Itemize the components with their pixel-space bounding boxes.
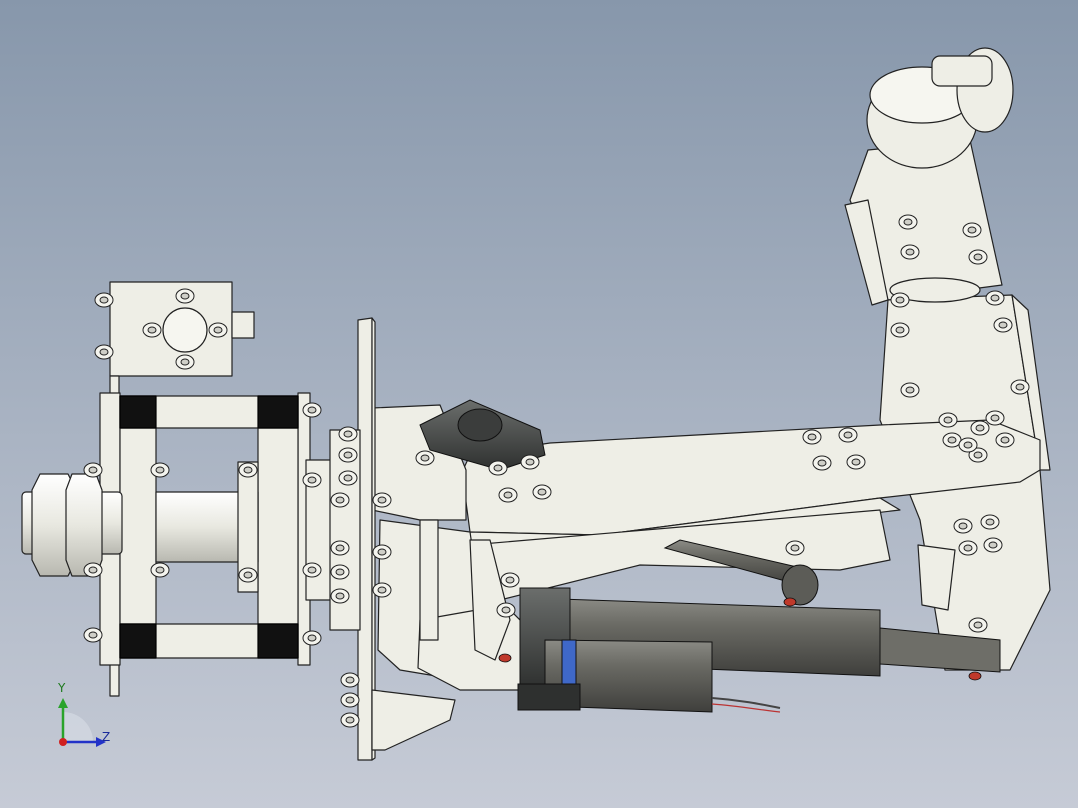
bolt-socket [903, 218, 913, 226]
vertical-mount-plate [357, 317, 456, 761]
bolt-socket [905, 248, 915, 256]
linear-actuator-front [517, 639, 781, 713]
triad-axes-icon [58, 698, 106, 747]
bolt-socket [343, 430, 353, 438]
bolt-socket [343, 451, 353, 459]
rubber-pads [119, 395, 299, 659]
bolt-socket [947, 436, 957, 444]
bolt-socket [967, 226, 977, 234]
bolt-socket [180, 292, 190, 300]
bolt-socket [420, 454, 430, 462]
bolt-socket [975, 424, 985, 432]
bolt-socket [307, 566, 317, 574]
bolt-socket [943, 416, 953, 424]
bolt-socket [335, 544, 345, 552]
bolt-socket [147, 326, 157, 334]
bolt-socket [345, 716, 355, 724]
bolt-socket [985, 518, 995, 526]
bolt-socket [1000, 436, 1010, 444]
bolt-socket [973, 451, 983, 459]
bolt-socket [155, 566, 165, 574]
bolt-socket [213, 326, 223, 334]
bolt-socket [973, 253, 983, 261]
small-motor [419, 399, 546, 471]
bolt-socket [973, 621, 983, 629]
bolt-socket [905, 386, 915, 394]
bolt-socket [307, 634, 317, 642]
triad-z-label: Z [102, 730, 111, 744]
diagonal-strut [663, 539, 819, 606]
bolt-socket [99, 348, 109, 356]
bolt-socket [817, 459, 827, 467]
coordinate-triad: Y Z [48, 681, 118, 754]
bolt-socket [990, 294, 1000, 302]
bolt-socket [345, 696, 355, 704]
bolt-socket [1015, 383, 1025, 391]
upper-arm-link [844, 47, 1051, 671]
bolt-socket [493, 464, 503, 472]
bolt-socket [851, 458, 861, 466]
bolt-socket [88, 631, 98, 639]
bolt-socket [537, 488, 547, 496]
bolt-socket [345, 676, 355, 684]
bolt-socket [88, 466, 98, 474]
bolt-socket [88, 566, 98, 574]
bolt-socket [343, 474, 353, 482]
bolt-socket [501, 606, 511, 614]
bolt-socket [963, 441, 973, 449]
bolt-socket [99, 296, 109, 304]
bolt-socket [958, 522, 968, 530]
bolt-socket [377, 586, 387, 594]
bolt-socket [307, 476, 317, 484]
bolt-socket [335, 592, 345, 600]
bolt-socket [525, 458, 535, 466]
bolt-heads [83, 214, 1030, 728]
bolt-socket [180, 358, 190, 366]
bolt-socket [988, 541, 998, 549]
bolt-socket [335, 568, 345, 576]
bolt-socket [243, 571, 253, 579]
bolt-socket [990, 414, 1000, 422]
triad-y-label: Y [58, 681, 66, 695]
joint-pins [498, 597, 982, 681]
bolt-socket [503, 491, 513, 499]
bolt-socket [807, 433, 817, 441]
bolt-socket [843, 431, 853, 439]
bolt-socket [155, 466, 165, 474]
bolt-socket [790, 544, 800, 552]
bolt-socket [998, 321, 1008, 329]
bolt-socket [377, 496, 387, 504]
bolt-socket [377, 548, 387, 556]
bolt-socket [307, 406, 317, 414]
bolt-socket [963, 544, 973, 552]
bolt-socket [335, 496, 345, 504]
bolt-socket [895, 296, 905, 304]
bolt-socket [243, 466, 253, 474]
bolt-socket [505, 576, 515, 584]
bolt-socket [895, 326, 905, 334]
threaded-rod [21, 473, 123, 577]
